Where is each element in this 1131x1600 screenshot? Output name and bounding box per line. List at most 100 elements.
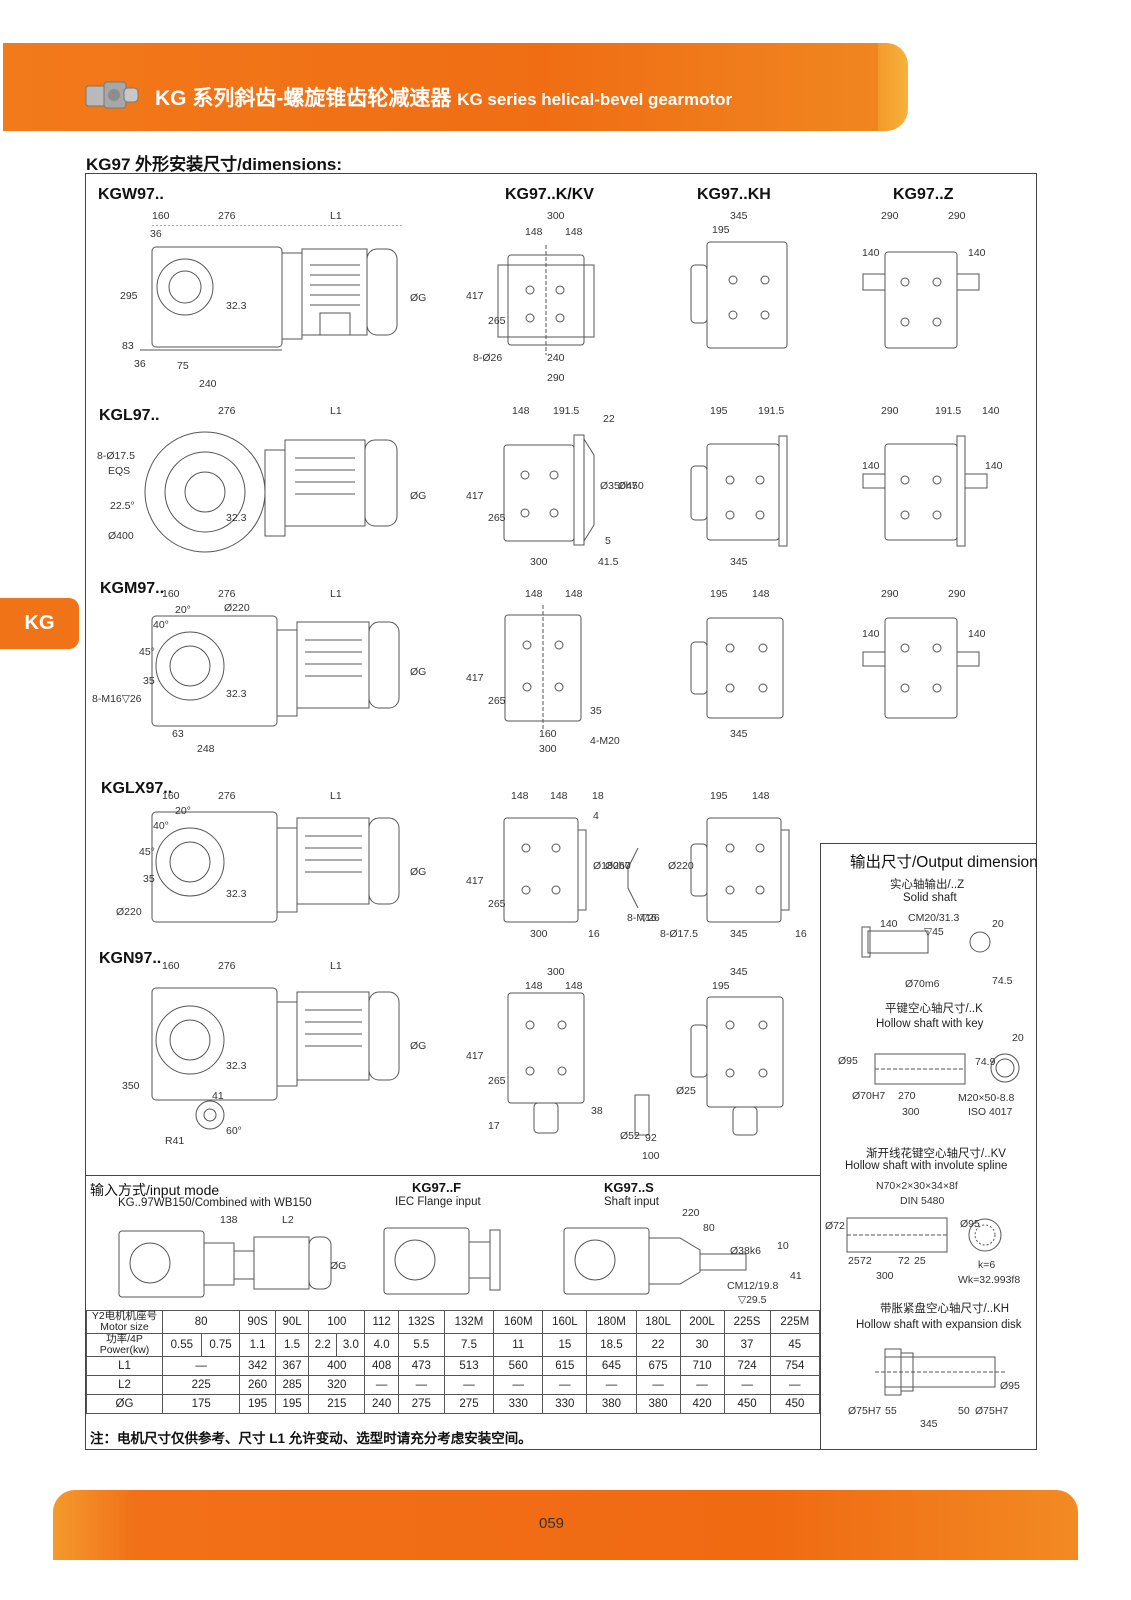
dim: 16 bbox=[588, 928, 600, 940]
dim: ISO 4017 bbox=[968, 1106, 1013, 1118]
dim: 300 bbox=[876, 1270, 894, 1282]
f-input-sub: IEC Flange input bbox=[395, 1196, 481, 1208]
dim: 248 bbox=[197, 743, 215, 755]
dim: Ø220 bbox=[116, 906, 142, 918]
s-input-drawing bbox=[560, 1220, 790, 1305]
dim: 20° bbox=[175, 805, 191, 817]
col-head-k: KG97..K/KV bbox=[505, 186, 594, 203]
kgm-kh-drawing bbox=[685, 608, 800, 728]
dim: 290 bbox=[547, 372, 565, 384]
table-cell: 400 bbox=[308, 1356, 366, 1376]
dim: 148 bbox=[525, 980, 543, 992]
spline-standard: DIN 5480 bbox=[900, 1195, 945, 1207]
dim: 160 bbox=[162, 960, 180, 972]
dim: 290 bbox=[881, 210, 899, 222]
dim: 270 bbox=[898, 1090, 916, 1102]
dim: 148 bbox=[752, 790, 770, 802]
dim: 300 bbox=[547, 210, 565, 222]
table-cell: 1.1 bbox=[239, 1333, 276, 1357]
dim: 265 bbox=[488, 315, 506, 327]
dim: Ø260 bbox=[605, 860, 631, 872]
dim: 16 bbox=[795, 928, 807, 940]
dim: 8-M16 bbox=[627, 912, 657, 924]
table-cell: 195 bbox=[239, 1394, 276, 1414]
table-cell: 90L bbox=[274, 1310, 310, 1334]
s-input-title: KG97..S bbox=[604, 1180, 654, 1195]
table-cell: 225M bbox=[769, 1310, 821, 1334]
dim: Ø450 bbox=[618, 480, 644, 492]
kglx-side-drawing bbox=[140, 808, 430, 933]
dim: 220 bbox=[682, 1207, 700, 1219]
dim: 148 bbox=[550, 790, 568, 802]
table-cell: 710 bbox=[679, 1356, 725, 1376]
dim: 195 bbox=[710, 588, 728, 600]
dim: 345 bbox=[730, 928, 748, 940]
dim: 8-Ø17.5 bbox=[660, 928, 698, 940]
dim: Ø95 bbox=[838, 1055, 858, 1067]
table-cell: 160M bbox=[493, 1310, 544, 1334]
dim: 240 bbox=[199, 378, 217, 390]
dim: 50 bbox=[958, 1405, 970, 1417]
dim: 148 bbox=[525, 226, 543, 238]
input-heading: 输入方式/input mode bbox=[90, 1182, 220, 1198]
dim: 345 bbox=[730, 728, 748, 740]
dim: 276 bbox=[218, 588, 236, 600]
dim: EQS bbox=[108, 465, 131, 477]
dim: 265 bbox=[488, 512, 506, 524]
side-tab-kg[interactable]: KG bbox=[0, 598, 79, 649]
dim: Ø75H7 bbox=[848, 1405, 882, 1417]
dim: Ø25 bbox=[676, 1085, 696, 1097]
dim: 191.5 bbox=[935, 405, 962, 417]
table-cell: 0.75 bbox=[200, 1333, 241, 1357]
dim: 40° bbox=[153, 619, 169, 631]
table-cell: 0.55 bbox=[162, 1333, 202, 1357]
key-shaft-cn: 平键空心轴尺寸/..K bbox=[885, 1003, 983, 1015]
output-panel bbox=[820, 843, 1036, 1450]
dim: 148 bbox=[525, 588, 543, 600]
col-head-z: KG97..Z bbox=[893, 186, 954, 203]
solid-shaft-en: Solid shaft bbox=[903, 892, 957, 904]
dim: 417 bbox=[466, 290, 484, 302]
dim: 38 bbox=[591, 1105, 603, 1117]
table-cell: 450 bbox=[769, 1394, 821, 1414]
table-cell: 132S bbox=[397, 1310, 445, 1334]
dim: ØG bbox=[410, 1040, 427, 1052]
dim: L1 bbox=[330, 960, 342, 972]
table-cell: 473 bbox=[397, 1356, 445, 1376]
dim: 25 bbox=[914, 1255, 926, 1267]
dim: 4 bbox=[593, 810, 599, 822]
table-cell: — bbox=[542, 1375, 588, 1395]
dim: 20° bbox=[175, 604, 191, 616]
table-cell: — bbox=[723, 1375, 771, 1395]
dim: 148 bbox=[752, 588, 770, 600]
dim: 41 bbox=[212, 1090, 224, 1102]
table-cell: 160L bbox=[542, 1310, 588, 1334]
dim: CM12/19.8 bbox=[727, 1280, 779, 1292]
kgw-z-drawing bbox=[855, 232, 1005, 362]
dim: 300 bbox=[539, 743, 557, 755]
table-cell: 180M bbox=[586, 1310, 637, 1334]
dim: CM20/31.3 bbox=[908, 912, 960, 924]
dim: 92 bbox=[645, 1132, 657, 1144]
dim: ▽45 bbox=[924, 926, 944, 938]
dim: 300 bbox=[530, 928, 548, 940]
kgn-kh-drawing bbox=[685, 985, 805, 1145]
dim: 72 bbox=[860, 1255, 872, 1267]
dim: 8-Ø26 bbox=[473, 352, 503, 364]
table-cell: 342 bbox=[239, 1356, 276, 1376]
dim: 140 bbox=[968, 628, 986, 640]
dim: 40° bbox=[153, 820, 169, 832]
dim: 290 bbox=[881, 588, 899, 600]
dim: 148 bbox=[565, 226, 583, 238]
kgm-side-drawing bbox=[140, 608, 430, 738]
dim: 417 bbox=[466, 672, 484, 684]
dim: 195 bbox=[712, 980, 730, 992]
dim: 295 bbox=[120, 290, 138, 302]
table-cell: 132M bbox=[443, 1310, 495, 1334]
table-row: L1 — 342 367 400 408 473 513 560 615 645… bbox=[86, 1356, 821, 1376]
row-label-kgm: KGM97.. bbox=[100, 580, 165, 597]
dim: 55 bbox=[885, 1405, 897, 1417]
header-title: KG 系列斜齿-螺旋锥齿轮减速器 KG series helical-bevel… bbox=[155, 87, 733, 110]
table-cell: 112 bbox=[364, 1310, 399, 1334]
